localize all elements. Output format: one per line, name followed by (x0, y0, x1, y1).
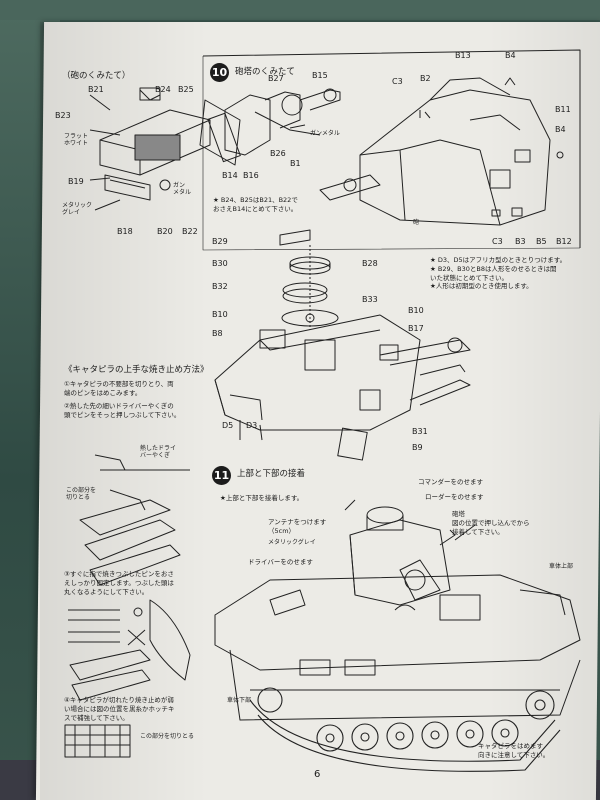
page-number: 6 (314, 769, 321, 780)
part-label-b26: B26 (270, 149, 286, 158)
part-label-b3: B3 (515, 237, 526, 246)
track-tip-4: ④キャタピラが切れたり焼き止めが弱 い場合には図の位置を黒糸かホッチキ スで補強… (64, 696, 175, 722)
part-label-b29: B29 (212, 237, 228, 246)
part-label-b21: B21 (88, 85, 104, 94)
commander-note: コマンダーをのせます (418, 478, 483, 486)
loader-note: ローダーをのせます (425, 493, 484, 501)
paint-gun-metal: ガン メタル (173, 182, 192, 197)
desk-background-top (0, 0, 600, 20)
part-label-c3-bottom: C3 (492, 237, 503, 246)
part-label-b27: B27 (268, 74, 284, 83)
road-wheels (249, 687, 561, 772)
part-label-b1: B1 (290, 159, 301, 168)
cut-part-label: この部分を 切りとる (66, 487, 97, 502)
track-tip-2: ②熱した先の細いドライバーやくぎの 頭でピンをそっと押しつぶして下さい。 (64, 402, 181, 419)
track-tip-3: ③すぐに指で焼きつぶしたピンをおさ えしっかり固定します。つぶした頭は 丸くなる… (64, 570, 174, 596)
part-label-b20: B20 (157, 227, 173, 236)
step-10-title: 砲塔のくみたて (235, 67, 295, 77)
step-11-title: 上部と下部の接着 (237, 469, 306, 479)
step10-frame (202, 49, 581, 248)
step11-note: ★上部と下部を接着します。 (220, 494, 304, 502)
gun-assembly-title: （砲のくみたて） (62, 71, 131, 81)
gun-assembly-drawing (89, 87, 241, 211)
part-label-b28: B28 (362, 259, 378, 268)
paint-metallic-grey-11: メタリックグレイ (268, 539, 316, 546)
paint-metallic-grey: メタリック グレイ (62, 202, 93, 217)
track-tip-1: ①キャタピラの不要部を切りとり、両 端のピンをはめこみます。 (64, 380, 174, 397)
hull-lower-label: 車体下部 (227, 697, 252, 704)
driver-note: ドライバーをのせます (248, 558, 313, 566)
track-tips-drawings (64, 454, 191, 758)
part-label-b12: B12 (556, 237, 572, 246)
part-label-b13: B13 (455, 51, 471, 60)
gun-tag: 砲 (413, 219, 420, 226)
antenna-note: アンテナをつけます （5cm） (268, 518, 327, 535)
step-10-badge: 10 (210, 63, 229, 82)
part-label-b33: B33 (362, 295, 378, 304)
part-label-b30: B30 (212, 259, 228, 268)
part-label-b31: B31 (412, 427, 428, 436)
heated-driver-label: 熱したドライ バーやくぎ (140, 445, 177, 460)
part-label-b4-right: B4 (555, 125, 566, 134)
part-label-b2: B2 (420, 74, 431, 83)
hull-upper-label: 車体上部 (549, 563, 574, 570)
part-label-c3-top: C3 (392, 77, 403, 86)
step-11-badge: 11 (212, 466, 231, 485)
part-label-b22: B22 (182, 227, 198, 236)
part-label-b17: B17 (408, 324, 424, 333)
paint-gun-metal-10: ガンメタル (310, 130, 340, 137)
part-label-b10-right: B10 (408, 306, 424, 315)
part-label-b4-top: B4 (505, 51, 516, 60)
step10-note-left: ★ B24、B25はB21、B22で おさえB14にとめて下さい。 (213, 196, 298, 213)
part-label-b9: B9 (412, 443, 423, 452)
track-tips-title: 《キャタピラの上手な焼き止め方法》 (64, 365, 209, 375)
part-label-b23: B23 (55, 111, 71, 120)
part-label-b16: B16 (243, 171, 259, 180)
part-label-b24: B24 (155, 85, 171, 94)
tank-drawing (214, 499, 581, 721)
part-label-d3: D3 (246, 421, 258, 430)
cut-part-bottom-label: この部分を切りとる (140, 733, 195, 740)
turret-shell-drawing (319, 77, 564, 226)
part-label-b10-left: B10 (212, 310, 228, 319)
part-label-b14: B14 (222, 171, 238, 180)
part-label-b32: B32 (212, 282, 228, 291)
track-install-note: キャタピラをはめます 向きに注意して下さい。 (478, 742, 550, 759)
part-label-d5: D5 (222, 421, 234, 430)
part-label-b15: B15 (312, 71, 328, 80)
part-label-b11: B11 (555, 105, 571, 114)
part-label-b5: B5 (536, 237, 547, 246)
part-label-b18: B18 (117, 227, 133, 236)
turret-press-note: 砲塔 図の位置で押し込んでから 接着して下さい。 (452, 510, 530, 536)
part-label-b19: B19 (68, 177, 84, 186)
turret-body-drawing (214, 314, 471, 461)
turret-ring-drawing (279, 229, 339, 330)
step10-note-right: ★ D3、D5はアフリカ型のときとりつけます。 ★ B29、B30とB8は人形を… (430, 256, 567, 291)
part-label-b8: B8 (212, 329, 223, 338)
paint-flat-white: フラット ホワイト (64, 133, 89, 148)
mantlet-barrel-drawing (224, 88, 341, 156)
part-label-b25: B25 (178, 85, 194, 94)
